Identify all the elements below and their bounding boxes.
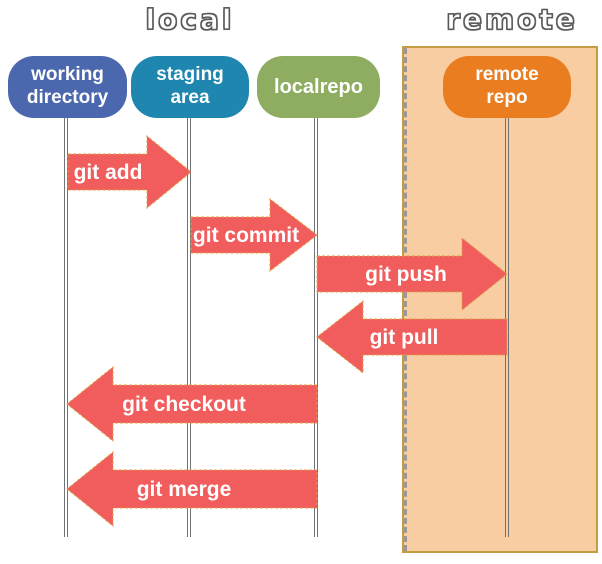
staging-area-node: staging area [131,56,249,118]
git-push-label: git push [365,263,447,286]
git-commit-arrow-shape [190,197,318,273]
local-zone-heading: local [145,2,235,36]
git-checkout-label: git checkout [122,393,246,416]
git-merge-arrow-shape [66,450,318,528]
working-directory-lifeline [64,117,68,537]
git-pull-label: git pull [370,326,439,349]
remote-zone-background [402,46,598,553]
working-directory-node: working directory [8,56,127,118]
git-add-label: git add [74,161,143,184]
git-pull-arrow-shape [316,299,508,375]
localrepo-node: localrepo [257,56,380,118]
git-merge-label: git merge [137,478,232,501]
localrepo-lifeline [314,117,318,537]
git-push-arrow: git push [316,236,508,312]
git-push-arrow-shape [316,236,508,312]
local-remote-boundary-dashed-line [404,48,407,551]
git-merge-arrow: git merge [66,450,318,528]
git-add-arrow-shape [67,134,192,210]
git-commit-arrow: git commit [190,197,318,273]
git-pull-arrow: git pull [316,299,508,375]
git-checkout-arrow-shape [66,365,318,443]
remote-repo-node: remote repo [443,56,571,118]
git-commit-label: git commit [193,224,299,247]
git-add-arrow: git add [67,134,192,210]
remote-zone-heading: remote [446,2,578,36]
staging-area-lifeline [187,117,191,537]
git-checkout-arrow: git checkout [66,365,318,443]
